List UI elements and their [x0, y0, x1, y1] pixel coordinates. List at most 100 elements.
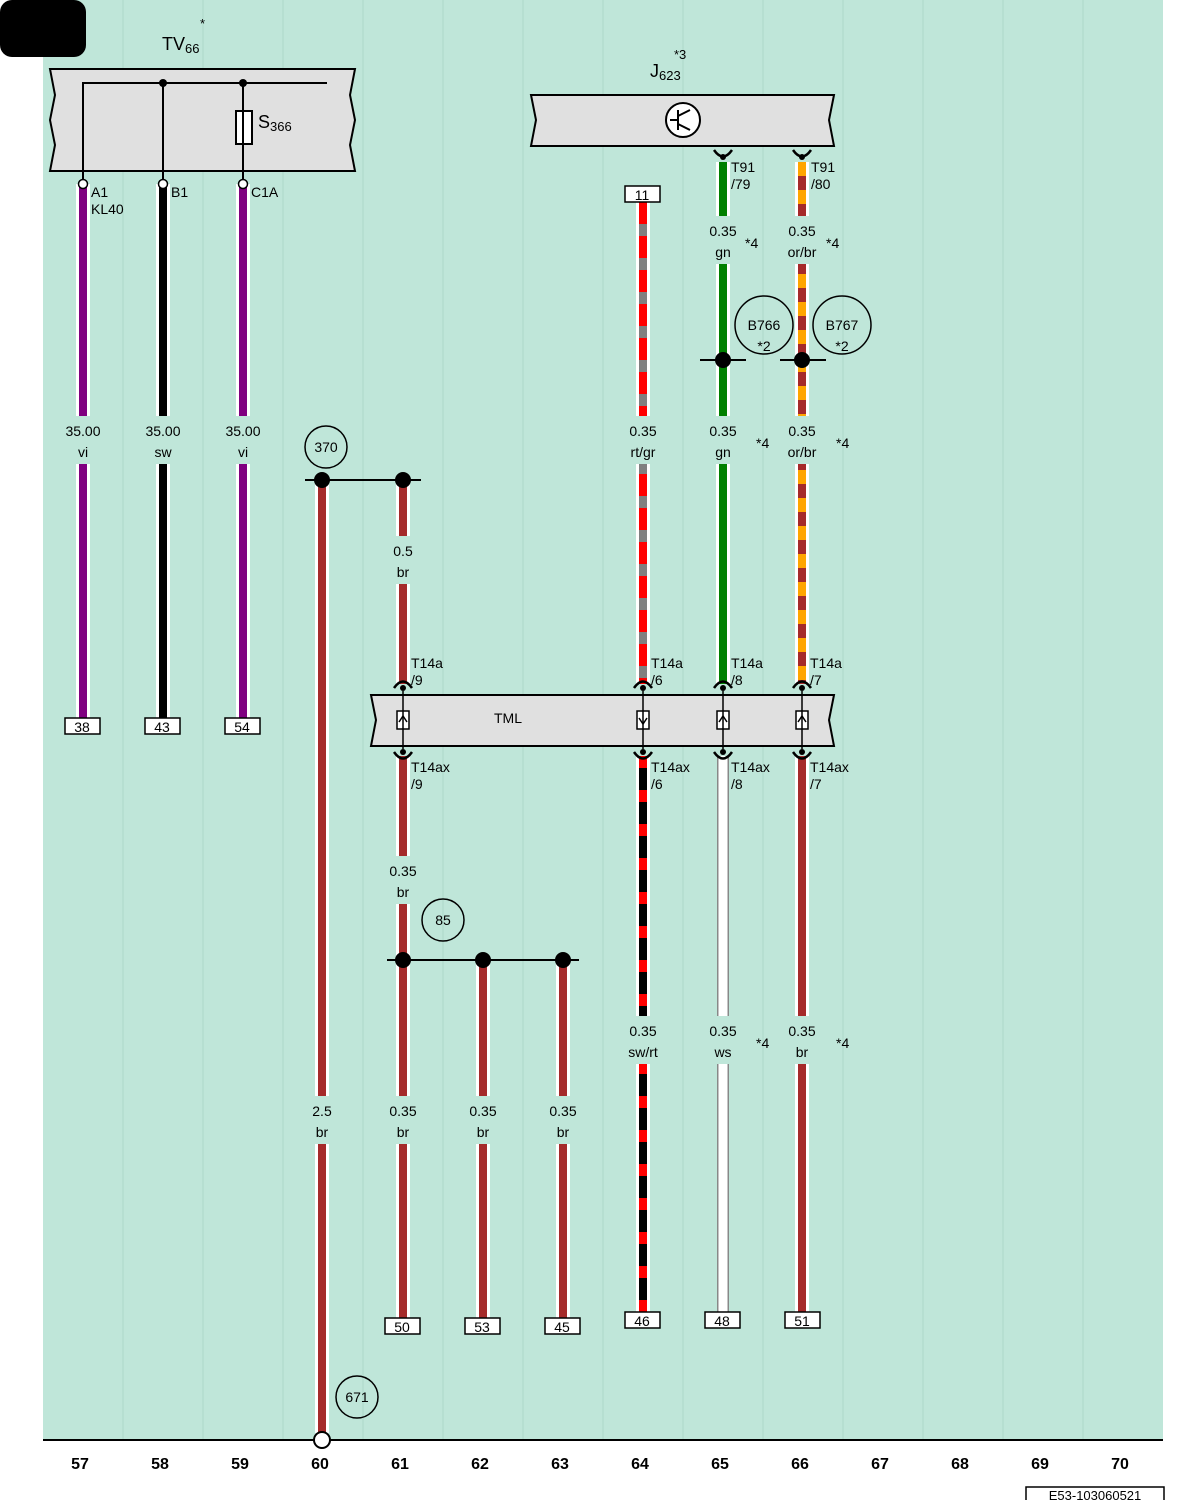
- pin-c1a: [237, 178, 249, 190]
- svg-text:*4: *4: [756, 1035, 769, 1051]
- wire-label-color: br: [477, 1124, 490, 1140]
- pin-label-t14a-6: T14a: [651, 655, 683, 671]
- wire-label-size: 0.35: [389, 1103, 416, 1119]
- terminal-box: 43: [144, 717, 181, 735]
- wire-label-size: 0.35: [469, 1103, 496, 1119]
- wire-label-size: 0.35: [389, 863, 416, 879]
- wire-label-color: ws: [713, 1044, 731, 1060]
- svg-text:*4: *4: [826, 235, 839, 251]
- svg-text:50: 50: [394, 1319, 410, 1335]
- svg-text:63: 63: [551, 1456, 569, 1473]
- s366-label: S366: [258, 112, 292, 134]
- wire-label-color: br: [316, 1124, 329, 1140]
- pin-label-t91-79-b: /79: [731, 176, 751, 192]
- splice-b766-mark: *2: [757, 338, 770, 354]
- pin-label-kl40: KL40: [91, 201, 124, 217]
- svg-text:11: 11: [635, 187, 650, 203]
- svg-text:*4: *4: [836, 435, 849, 451]
- splice-85: [387, 952, 579, 968]
- pin-label-t91-80-a: T91: [811, 159, 835, 175]
- terminal-box: 51: [784, 1311, 821, 1329]
- wire-label-color: br: [796, 1044, 809, 1060]
- wire-label-size: 0.35: [788, 223, 815, 239]
- drawing-code: E53-103060521: [1025, 1486, 1165, 1500]
- svg-text:62: 62: [471, 1456, 489, 1473]
- wire-label-color: rt/gr: [631, 444, 656, 460]
- terminal-box: 54: [224, 717, 261, 735]
- svg-text:64: 64: [631, 1456, 649, 1473]
- wire-labels: 35.00 vi 35.00 sw 35.00 vi 0.35 rt/gr 0.…: [58, 216, 827, 1144]
- ref-671: 671: [335, 1375, 379, 1419]
- wire-label-size: 0.35: [788, 1023, 815, 1039]
- wire-label-color: gn: [715, 244, 731, 260]
- svg-text:60: 60: [311, 1456, 329, 1473]
- svg-text:*4: *4: [745, 235, 758, 251]
- pin-label-t14a-7: T14a: [810, 655, 842, 671]
- svg-text:68: 68: [951, 1456, 969, 1473]
- svg-text:671: 671: [345, 1389, 369, 1405]
- wire-label-color: gn: [715, 444, 731, 460]
- svg-text:67: 67: [871, 1456, 889, 1473]
- splice-b766-name: B766: [748, 317, 781, 333]
- svg-text:58: 58: [151, 1456, 169, 1473]
- pin-label-c1a: C1A: [251, 184, 279, 200]
- svg-text:51: 51: [794, 1313, 810, 1329]
- svg-text:85: 85: [435, 912, 451, 928]
- j623-mark: *3: [674, 47, 686, 62]
- terminals: 38 43 54 11 50 53 45 46 48 51: [64, 185, 821, 1335]
- wire-label-size: 35.00: [145, 423, 180, 439]
- svg-text:57: 57: [71, 1456, 89, 1473]
- tml-label: TML: [494, 710, 522, 726]
- svg-text:370: 370: [314, 439, 338, 455]
- wire-label-color: br: [397, 1124, 410, 1140]
- svg-text:66: 66: [791, 1456, 809, 1473]
- tv66-label: TV66: [162, 34, 199, 56]
- component-tv66: [48, 68, 357, 190]
- pin-label-t14ax-6: T14ax: [651, 759, 690, 775]
- pin-label-t14ax-7-num: /7: [810, 776, 822, 792]
- terminal-box: 46: [624, 1311, 661, 1329]
- svg-text:*4: *4: [836, 1035, 849, 1051]
- wire-label-size: 0.35: [788, 423, 815, 439]
- pin-label-t14a-8: T14a: [731, 655, 763, 671]
- svg-text:46: 46: [634, 1313, 650, 1329]
- pin-label-t14ax-8-num: /8: [731, 776, 743, 792]
- svg-text:E53-103060521: E53-103060521: [1049, 1488, 1142, 1500]
- wire-label-color: or/br: [788, 444, 817, 460]
- pin-a1: [77, 178, 89, 190]
- tv66-mark: *: [200, 16, 205, 31]
- transistor-icon: [665, 102, 701, 138]
- pin-label-t14ax-7: T14ax: [810, 759, 849, 775]
- footnote-marks: *4 *4 *4 *4 *4 *4: [745, 235, 849, 1051]
- svg-text:38: 38: [74, 719, 90, 735]
- pin-label-t91-79-a: T91: [731, 159, 755, 175]
- wire-label-color: sw/rt: [628, 1044, 658, 1060]
- wire-label-color: sw: [154, 444, 172, 460]
- terminal-box: 53: [464, 1317, 501, 1335]
- terminal-box: 50: [384, 1317, 421, 1335]
- wire-label-color: or/br: [788, 244, 817, 260]
- svg-text:53: 53: [474, 1319, 490, 1335]
- wire-label-size: 0.35: [709, 223, 736, 239]
- svg-text:48: 48: [714, 1313, 730, 1329]
- splice-b767: [780, 295, 872, 368]
- component-j623: [529, 94, 836, 160]
- column-numbers: 57 58 59 60 61 62 63 64 65 66 67 68 69 7…: [71, 1456, 1129, 1473]
- svg-text:70: 70: [1111, 1456, 1129, 1473]
- wire-label-color: br: [557, 1124, 570, 1140]
- wire-label-size: 35.00: [225, 423, 260, 439]
- ground-point: [313, 1431, 331, 1449]
- ref-85: 85: [421, 898, 465, 942]
- terminal-box: 45: [544, 1317, 581, 1335]
- wire-label-size: 2.5: [312, 1103, 332, 1119]
- pin-b1: [157, 178, 169, 190]
- svg-text:59: 59: [231, 1456, 249, 1473]
- wire-label-size: 35.00: [65, 423, 100, 439]
- splice-b766: [700, 295, 794, 368]
- wire-label-color: vi: [238, 444, 248, 460]
- pin-label-t14ax-8: T14ax: [731, 759, 770, 775]
- column-dividers: [122, 0, 1084, 1440]
- pin-label-t91-80-b: /80: [811, 176, 831, 192]
- splice-b767-mark: *2: [835, 338, 848, 354]
